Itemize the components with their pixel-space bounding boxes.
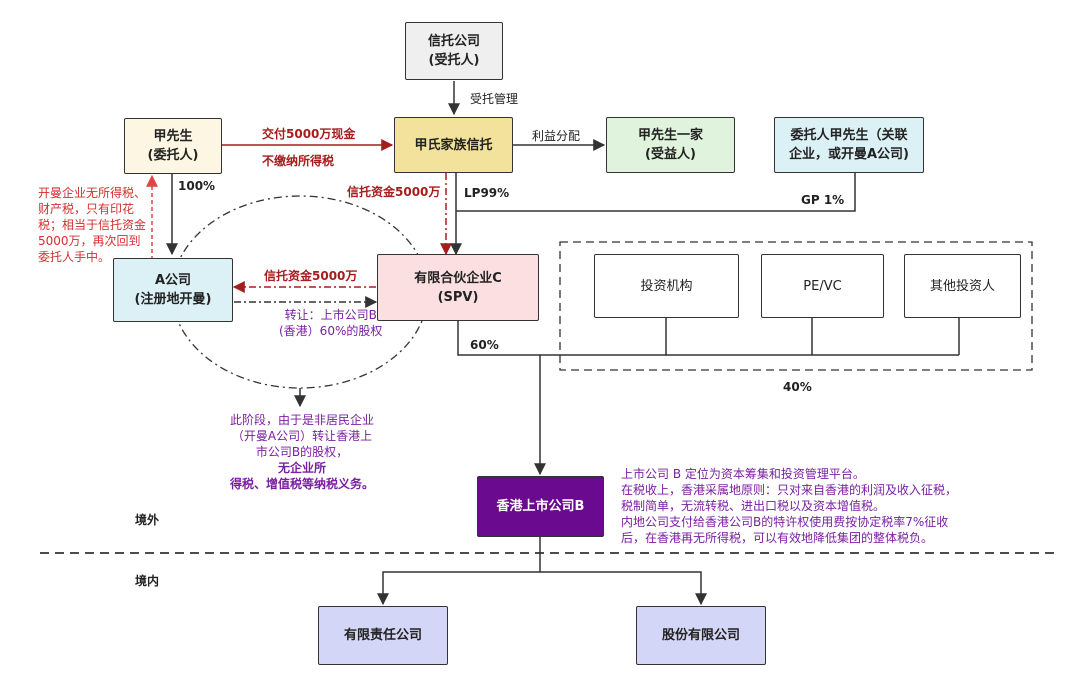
note-hk-line4: 内地公司支付给香港公司B的特许权使用费按协定税率7%征收 (621, 515, 949, 529)
region-offshore-label: 境外 (135, 513, 160, 527)
investor-node-2: PE/VC (761, 254, 884, 318)
note-hk-tax: 上市公司 B 定位为资本筹集和投资管理平台。 在税收上，香港采属地原则：只对来自… (621, 466, 957, 546)
gp-entity-node: 委托人甲先生（关联 企业，或开曼A公司) (774, 117, 924, 173)
label-lp-99: LP99% (464, 186, 510, 200)
hk-listed-node: 香港上市公司B (477, 476, 604, 537)
investors-group-box (559, 241, 1033, 371)
note-hk-line3: 税制简单，无流转税、进出口税以及资本增值税。 (621, 499, 886, 513)
investor-3-label: 其他投资人 (929, 278, 995, 294)
edge-investors-bus (540, 318, 667, 356)
label-transfer-line2: (香港）60%的股权 (279, 324, 383, 338)
region-onshore-label: 境内 (135, 574, 160, 588)
hk-listed-label: 香港上市公司B (496, 499, 585, 514)
label-transfer-line1: 转让：上市公司B (284, 308, 377, 322)
llc-label: 有限责任公司 (343, 628, 422, 643)
edge-hk-to-joint (540, 571, 707, 606)
investor-node-3: 其他投资人 (904, 254, 1021, 318)
company-a-line1: A公司 (154, 273, 192, 288)
beneficiary-line1: 甲先生一家 (637, 128, 703, 143)
note-stage-line3: 市公司B的股权， (255, 445, 349, 459)
note-cayman-line2: 财产税，只有印花 (38, 202, 135, 216)
edge-hk-to-llc (377, 571, 540, 606)
company-a-line2: (注册地开曼) (134, 292, 212, 307)
spv-line1: 有限合伙企业C (414, 270, 502, 286)
note-stage-line1: 此阶段，由于是非居民企业 (229, 413, 374, 427)
note-hk-line2: 在税收上，香港采属地原则：只对来自香港的利润及收入征税， (621, 483, 958, 497)
label-no-income-tax: 不缴纳所得税 (262, 154, 335, 168)
joint-stock-label: 股份有限公司 (661, 628, 740, 643)
label-trust-management: 受托管理 (470, 92, 519, 106)
note-hk-line5: 后，在香港再无所得税，可以有效地降低集团的整体税负。 (621, 531, 934, 545)
label-trust-funds-mid: 信托资金5000万 (264, 269, 358, 283)
beneficiary-node: 甲先生一家 (受益人) (606, 117, 735, 173)
label-transfer-equity: 转让：上市公司B (香港）60%的股权 (279, 307, 382, 339)
gp-entity-line2: 企业，或开曼A公司) (788, 147, 909, 162)
family-trust-node: 甲氏家族信托 (394, 117, 513, 173)
settlor-node: 甲先生 (委托人) (124, 118, 222, 174)
gp-entity-line1: 委托人甲先生（关联 (790, 128, 908, 143)
note-hk-line1: 上市公司 B 定位为资本筹集和投资管理平台。 (621, 467, 865, 481)
beneficiary-line2: (受益人) (645, 147, 696, 162)
note-cayman-line1: 开曼企业无所得税、 (38, 186, 147, 200)
label-trust-funds-top: 信托资金5000万 (347, 185, 441, 199)
note-stage-line2: （开曼A公司）转让香港上 (231, 429, 373, 443)
label-cash-delivery: 交付5000万现金 (262, 127, 356, 141)
note-stage-line4: 无企业所 (277, 461, 326, 475)
trust-company-line2: (受托人) (428, 53, 480, 68)
settlor-line1: 甲先生 (153, 129, 193, 144)
trust-company-line1: 信托公司 (427, 34, 480, 49)
spv-line2: (SPV) (437, 289, 479, 305)
trust-company-node: 信托公司 (受托人) (405, 22, 503, 80)
settlor-line2: (委托人) (147, 148, 199, 163)
label-100-percent: 100% (178, 179, 216, 193)
spv-node: 有限合伙企业C (SPV) (377, 254, 539, 321)
label-40-percent: 40% (783, 380, 812, 394)
investor-node-1: 投资机构 (594, 254, 739, 318)
note-cayman-line3: 税；相当于信托资金 (38, 218, 147, 232)
joint-stock-node: 股份有限公司 (636, 606, 766, 665)
label-60-percent: 60% (470, 338, 499, 352)
label-gp-1: GP 1% (801, 193, 845, 207)
note-stage-line5: 得税、增值税等纳税义务。 (229, 477, 374, 491)
family-trust-label: 甲氏家族信托 (414, 137, 493, 153)
note-stage-tax: 此阶段，由于是非居民企业 （开曼A公司）转让香港上 市公司B的股权， 无企业所 … (204, 412, 400, 492)
note-cayman-tax: 开曼企业无所得税、 财产税，只有印花 税；相当于信托资金 5000万，再次回到 … (38, 185, 146, 265)
investor-2-label: PE/VC (803, 278, 842, 294)
note-cayman-line5: 委托人手中。 (38, 250, 111, 264)
edge-spv-to-hk (457, 320, 546, 476)
label-benefit-distribution: 利益分配 (532, 129, 581, 143)
company-a-node: A公司 (注册地开曼) (113, 258, 233, 322)
investor-1-label: 投资机构 (640, 278, 693, 294)
note-cayman-line4: 5000万，再次回到 (38, 234, 141, 248)
llc-node: 有限责任公司 (318, 606, 448, 665)
edge-gp-to-spv (456, 173, 856, 212)
